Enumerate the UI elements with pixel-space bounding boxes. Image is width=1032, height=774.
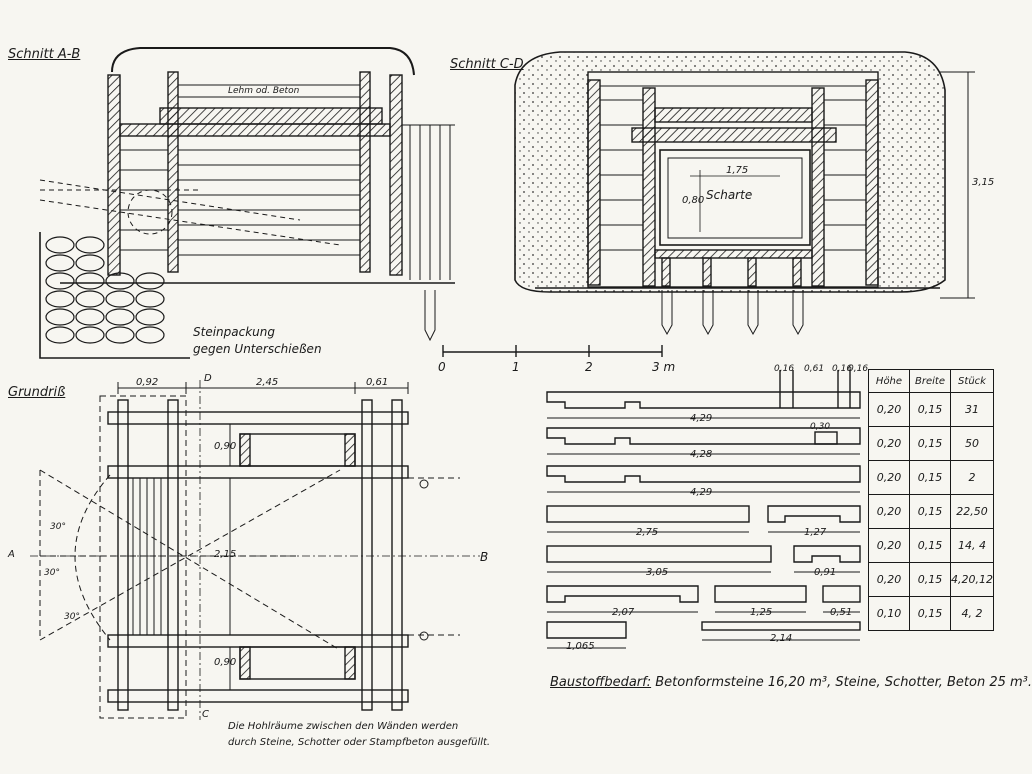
table-row: 0,20 0,15 22,50: [868, 494, 994, 529]
scale-tick-2: 2: [585, 360, 593, 374]
table-cell: 0,15: [909, 528, 951, 563]
hohlraeume-note-line1: Die Hohlräume zwischen den Wänden werden: [228, 721, 459, 732]
lehm-beton-label: Lehm od. Beton: [228, 86, 300, 96]
table-cell: 4, 2: [950, 596, 994, 631]
table-cell: 0,20: [868, 562, 910, 597]
baustoff-text: Betonformsteine 16,20 m³, Steine, Schott…: [655, 675, 1032, 690]
section-cd-title: Schnitt C-D: [450, 57, 524, 72]
plan-dim-top-3: 0,61: [366, 377, 389, 388]
plan-drawing: [30, 380, 480, 720]
scharte-height: 0,80: [682, 195, 705, 206]
table-cell: 14, 4: [950, 528, 994, 563]
table-header-hoehe: Höhe: [868, 369, 910, 393]
stone-length-8: 2,07: [612, 607, 635, 618]
table-row: 0,20 0,15 31: [868, 392, 994, 427]
angle-label-2: 30°: [44, 568, 60, 578]
table-cell: 0,15: [909, 494, 951, 529]
scale-tick-3: 3 m: [652, 360, 676, 374]
stone-top-dim-2: 0,61: [804, 364, 825, 374]
table-row: 0,20 0,15 50: [868, 426, 994, 461]
stone-length-5: 1,27: [804, 527, 827, 538]
stone-shapes: [546, 370, 861, 649]
scale-tick-0: 0: [438, 360, 446, 374]
table-header-row: Höhe Breite Stück: [868, 369, 994, 393]
point-d-label: D: [204, 373, 212, 384]
plan-dim-side-1: 0,90: [214, 441, 237, 452]
material-table: Höhe Breite Stück 0,20 0,15 31 0,20 0,15…: [868, 369, 994, 631]
table-row: 0,20 0,15 2: [868, 460, 994, 495]
table-cell: 0,15: [909, 426, 951, 461]
stone-top-dim-3: 0,16: [832, 364, 853, 374]
table-cell: 0,20: [868, 426, 910, 461]
stone-length-2: 4,28: [690, 449, 713, 460]
table-header-breite: Breite: [909, 369, 951, 393]
angle-label-3: 30°: [64, 612, 80, 622]
table-cell: 0,15: [909, 392, 951, 427]
table-cell: 50: [950, 426, 994, 461]
section-ab-title: Schnitt A-B: [8, 47, 81, 62]
scale-tick-1: 1: [512, 360, 520, 374]
point-b-label: B: [480, 550, 489, 564]
stone-small-dim: 0,30: [810, 422, 831, 432]
plan-dim-side-3: 0,90: [214, 657, 237, 668]
point-c-label: C: [202, 709, 209, 720]
table-cell: 0,10: [868, 596, 910, 631]
stone-length-12: 2,14: [770, 633, 793, 644]
scale-bar: [442, 345, 663, 357]
stone-length-9: 1,25: [750, 607, 773, 618]
stone-length-6: 3,05: [646, 567, 669, 578]
unterschiessen-label: gegen Unterschießen: [193, 342, 322, 356]
stone-length-10: 0,51: [830, 607, 853, 618]
table-cell: 0,20: [868, 460, 910, 495]
steinpackung-label: Steinpackung: [193, 325, 275, 339]
table-row: 0,20 0,15 4,20,12: [868, 562, 994, 597]
table-cell: 2: [950, 460, 994, 495]
stone-top-dim-1: 0,16: [774, 364, 795, 374]
point-a-label: A: [8, 549, 15, 560]
table-cell: 0,15: [909, 562, 951, 597]
technical-drawing: [30, 47, 975, 720]
table-cell: 0,15: [909, 596, 951, 631]
stone-length-3: 4,29: [690, 487, 713, 498]
table-row: 0,10 0,15 4, 2: [868, 596, 994, 631]
table-cell: 0,20: [868, 392, 910, 427]
table-header-stueck: Stück: [950, 369, 994, 393]
stone-length-1: 4,29: [690, 413, 713, 424]
stone-length-11: 1,065: [566, 641, 595, 652]
scharte-label: Scharte: [706, 188, 753, 202]
stone-length-4: 2,75: [636, 527, 659, 538]
table-cell: 0,15: [909, 460, 951, 495]
section-cd-drawing: [514, 51, 975, 336]
plan-dim-side-2: 2,15: [214, 549, 237, 560]
section-ab-drawing: [39, 47, 455, 359]
scharte-width: 1,75: [726, 165, 749, 176]
plan-title: Grundriß: [8, 385, 66, 400]
table-cell: 0,20: [868, 528, 910, 563]
table-cell: 22,50: [950, 494, 994, 529]
plan-dim-top-2: 2,45: [256, 377, 279, 388]
height-cd-label: 3,15: [972, 177, 995, 188]
table-cell: 4,20,12: [950, 562, 994, 597]
baustoff-label: Baustoffbedarf:: [550, 675, 652, 690]
plan-dim-top-1: 0,92: [136, 377, 159, 388]
stone-length-7: 0,91: [814, 567, 837, 578]
angle-label-1: 30°: [50, 522, 66, 532]
hohlraeume-note-line2: durch Steine, Schotter oder Stampfbeton …: [228, 737, 491, 748]
table-cell: 0,20: [868, 494, 910, 529]
table-row: 0,20 0,15 14, 4: [868, 528, 994, 563]
stone-top-dim-4: 0,16: [848, 364, 869, 374]
table-cell: 31: [950, 392, 994, 427]
baustoff-line: Baustoffbedarf: Betonformsteine 16,20 m³…: [550, 676, 1032, 690]
